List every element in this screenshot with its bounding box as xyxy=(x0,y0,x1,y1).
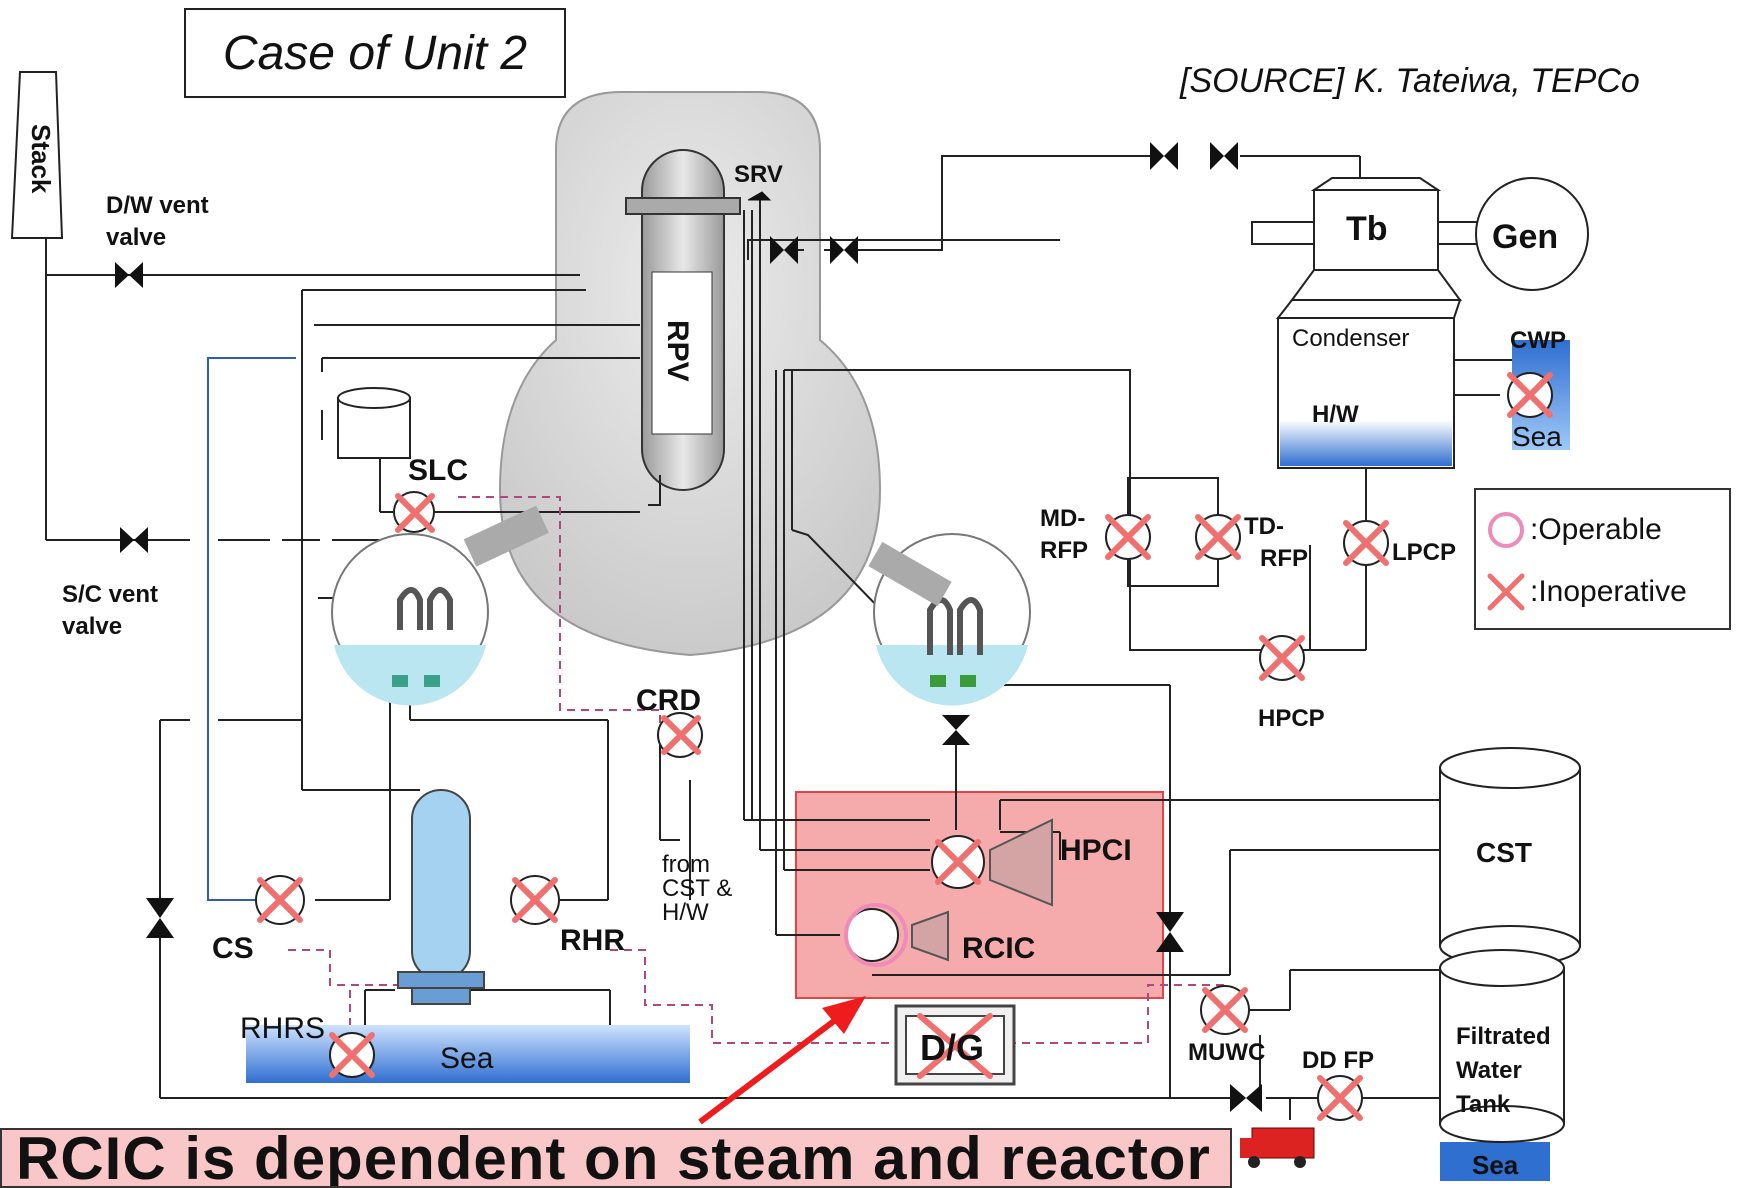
steam-valve-3 xyxy=(770,236,798,264)
sea-bottom xyxy=(1440,1142,1550,1181)
sc-vent-label-2: valve xyxy=(62,613,122,640)
dw-vent-valve xyxy=(115,262,143,288)
rcic-label: RCIC xyxy=(962,932,1035,965)
generator xyxy=(1475,177,1589,291)
slc-tank xyxy=(337,387,411,459)
muwc-label: MUWC xyxy=(1188,1039,1265,1066)
rcic-operable-circle xyxy=(844,903,908,967)
stack: Stack xyxy=(10,71,64,239)
dw-vent-label-1: D/W vent xyxy=(106,192,209,219)
inoperative-marks xyxy=(257,372,1553,1121)
from-label-2: CST & xyxy=(662,875,732,902)
valves xyxy=(115,142,1262,1112)
gen-label: Gen xyxy=(1492,218,1558,256)
dg-label: D/G xyxy=(920,1027,984,1068)
crd-label: CRD xyxy=(636,684,701,717)
from-label-1: from xyxy=(662,851,710,878)
legend-operable: :Operable xyxy=(1484,508,1662,552)
srv-label: SRV xyxy=(734,161,783,188)
stack-label: Stack xyxy=(26,124,56,194)
sea-cwp-label: Sea xyxy=(1512,421,1562,452)
hpcp-label: HPCP xyxy=(1258,705,1325,732)
rhr-label: RHR xyxy=(560,924,625,957)
hpci-turbine xyxy=(989,818,1053,907)
tb-label: Tb xyxy=(1346,210,1388,248)
cwp-label: CWP xyxy=(1510,327,1566,354)
bottom-valve xyxy=(1230,1084,1262,1112)
dashed-power-lines xyxy=(288,496,1225,1044)
diagram-labels: D/W vent valve S/C vent valve SRV SLC CR… xyxy=(62,161,1566,1180)
left-vertical-valve xyxy=(146,898,174,938)
slc-label: SLC xyxy=(408,454,468,487)
pool-valve xyxy=(942,715,970,745)
sc-vent-label-1: S/C vent xyxy=(62,581,158,608)
fire-truck-icon xyxy=(1240,1127,1315,1168)
ftank-label-1: Filtrated xyxy=(1456,1023,1551,1050)
muwc-line-valve xyxy=(1156,912,1184,952)
steam-valve-2 xyxy=(1210,142,1238,170)
hpci-rcic-highlight xyxy=(795,791,1164,999)
lpcp-label: LPCP xyxy=(1392,539,1456,566)
condenser-label: Condenser xyxy=(1292,325,1409,352)
legend-inoperative-label: :Inoperative xyxy=(1530,575,1687,608)
source-credit: [SOURCE] K. Tateiwa, TEPCo xyxy=(1180,62,1640,100)
from-label-3: H/W xyxy=(662,899,709,926)
hpci-label: HPCI xyxy=(1060,834,1132,867)
ddfp-label: DD FP xyxy=(1302,1047,1374,1074)
cs-label: CS xyxy=(212,932,254,965)
rcic-turbine xyxy=(911,910,949,962)
hw-label: H/W xyxy=(1312,401,1359,428)
filtrated-water-tank xyxy=(1439,949,1565,1143)
turbine xyxy=(1290,177,1462,301)
sea-left xyxy=(246,1025,690,1083)
steam-valve-4 xyxy=(830,236,858,264)
md-rfp-label-2: RFP xyxy=(1040,537,1088,564)
sea-left-label: Sea xyxy=(440,1042,494,1075)
sc-vent-valve xyxy=(120,527,148,553)
case-title: Case of Unit 2 xyxy=(184,8,566,98)
inoperative-x-icon xyxy=(1487,573,1525,611)
rhr-heat-exchanger xyxy=(397,789,485,1005)
legend-operable-label: :Operable xyxy=(1530,513,1662,546)
td-rfp-label-2: RFP xyxy=(1260,545,1308,572)
md-rfp-label-1: MD- xyxy=(1040,505,1085,532)
callout-text: RCIC is dependent on steam and reactor xyxy=(16,1128,1211,1188)
steam-valve-1 xyxy=(1150,142,1178,170)
legend: :Operable :Inoperative xyxy=(1474,488,1731,630)
sea-bottom-label: Sea xyxy=(1472,1150,1519,1180)
cst-label: CST xyxy=(1476,837,1532,868)
callout-arrow xyxy=(698,996,866,1125)
rpv-label: RPV xyxy=(661,320,694,382)
operable-circle-icon xyxy=(1488,512,1524,548)
legend-inoperative: :Inoperative xyxy=(1484,570,1687,614)
suppression-pool-right xyxy=(868,533,1031,706)
callout-box: RCIC is dependent on steam and reactor xyxy=(0,1128,1232,1188)
rhrs-label: RHRS xyxy=(240,1012,325,1045)
suppression-pool-left xyxy=(331,505,549,706)
ftank-label-2: Water xyxy=(1456,1057,1522,1084)
td-rfp-label-1: TD- xyxy=(1244,513,1284,540)
ftank-label-3: Tank xyxy=(1456,1091,1511,1118)
srv-symbol xyxy=(747,191,772,201)
condenser xyxy=(1275,299,1462,469)
rpv: RPV xyxy=(625,149,741,491)
dw-vent-label-2: valve xyxy=(106,224,166,251)
